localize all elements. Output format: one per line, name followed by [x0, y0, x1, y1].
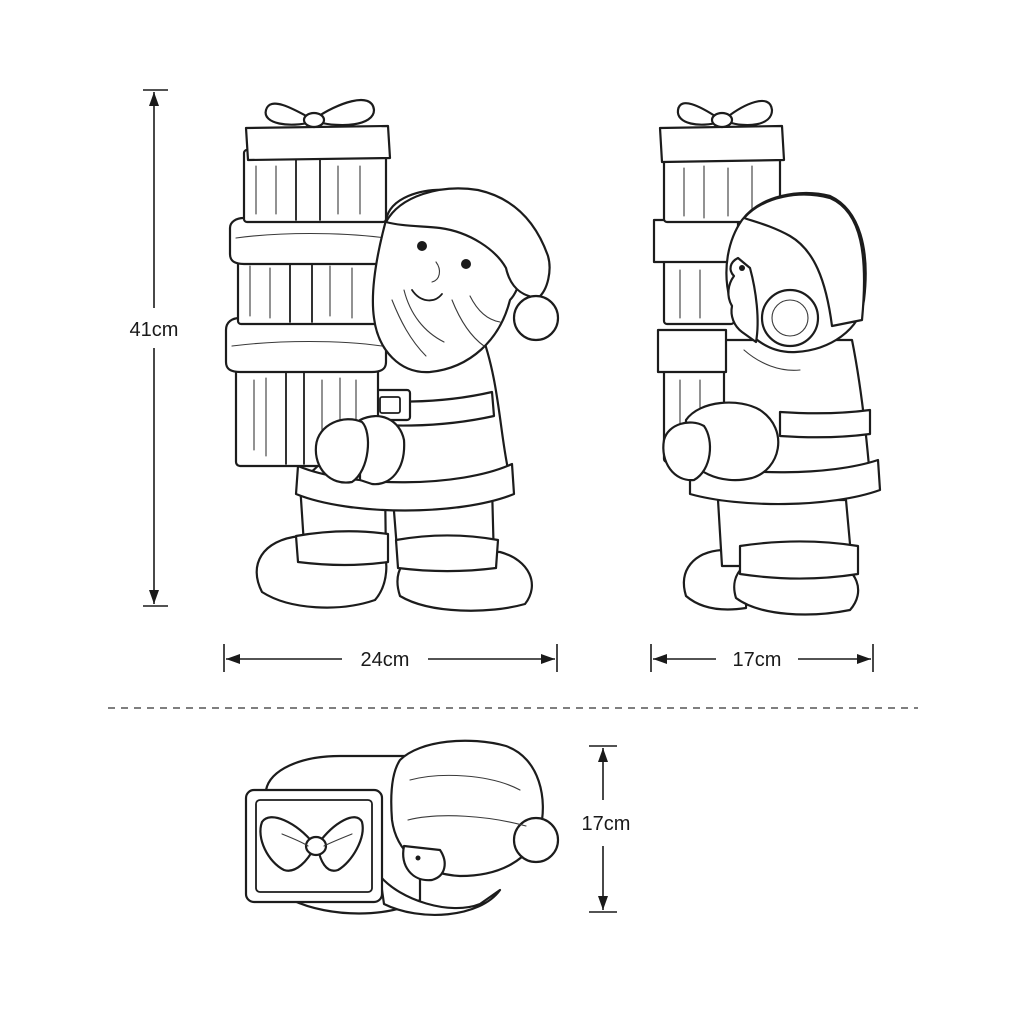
height-arrow-down — [149, 590, 159, 604]
height-label: 41cm — [130, 319, 179, 341]
width-label: 24cm — [361, 649, 410, 671]
side-depth-label: 17cm — [733, 649, 782, 671]
top-depth-arrow-down — [598, 896, 608, 910]
side-depth-arrow-right — [857, 654, 871, 664]
top-depth-arrow-up — [598, 748, 608, 762]
top-depth-dimension: 17cm — [582, 745, 631, 913]
width-arrow-left — [226, 654, 240, 664]
height-dimension: 41cm — [130, 89, 179, 607]
width-dimension: 24cm — [223, 644, 558, 672]
santa-side-view — [652, 99, 882, 616]
side-depth-dimension: 17cm — [650, 644, 874, 672]
top-depth-label: 17cm — [582, 813, 631, 835]
height-arrow-up — [149, 92, 159, 106]
santa-top-view — [244, 739, 560, 916]
santa-front-view — [224, 99, 560, 612]
width-arrow-right — [541, 654, 555, 664]
side-depth-arrow-left — [653, 654, 667, 664]
